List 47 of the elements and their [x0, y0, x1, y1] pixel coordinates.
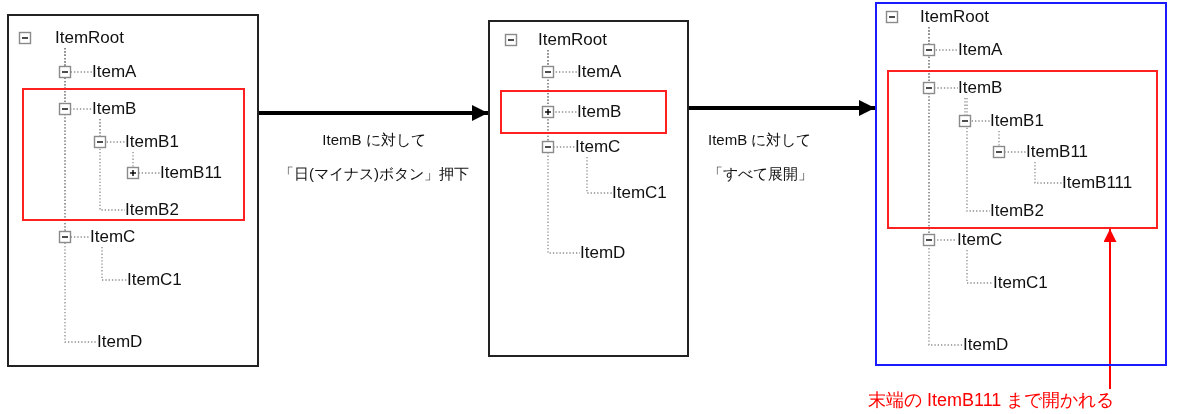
tree-line — [132, 151, 161, 174]
tree-item-label: ItemC — [575, 137, 621, 157]
tree-view-panel — [875, 2, 1167, 366]
tree-line — [547, 49, 581, 254]
tree-line — [101, 246, 128, 281]
tree-item-label: ItemD — [97, 332, 143, 352]
tree-line — [964, 97, 991, 122]
tree-item-label: ItemB2 — [990, 201, 1044, 221]
tree-line — [99, 118, 126, 211]
tree-item-label: ItemC — [957, 230, 1003, 250]
tree-line — [966, 97, 991, 212]
arrow — [689, 100, 875, 116]
tree-item-label: ItemC1 — [612, 183, 667, 203]
tree-item-label: ItemB1 — [125, 132, 179, 152]
tree-line — [586, 156, 613, 194]
tree-item-label: ItemB — [92, 99, 137, 119]
highlight-box — [887, 70, 1158, 229]
tree-item-label: ItemD — [580, 243, 626, 263]
tree-line — [998, 130, 1027, 153]
tree-item-label: ItemB1 — [990, 111, 1044, 131]
tree-line — [1034, 161, 1063, 184]
tree-line — [928, 26, 964, 346]
tree-item-label: ItemB — [958, 78, 1003, 98]
tree-item-label: ItemB — [577, 102, 622, 122]
highlight-box — [22, 88, 245, 221]
tree-item-label: ItemB11 — [160, 163, 223, 183]
tree-view-panel — [488, 20, 689, 357]
tree-item-label: ItemB2 — [125, 200, 179, 220]
tree-item-label: ItemRoot — [538, 30, 607, 50]
tree-line — [966, 249, 994, 284]
tree-item-label: ItemA — [577, 62, 622, 82]
tree-item-label: ItemRoot — [920, 7, 989, 27]
tree-item-label: ItemRoot — [55, 28, 124, 48]
leader-arrow — [1103, 228, 1117, 390]
tree-item-label: ItemC — [90, 227, 136, 247]
highlight-box — [500, 90, 667, 134]
tree-item-label: ItemA — [958, 40, 1003, 60]
tree-item-label: ItemB11 — [1026, 142, 1089, 162]
tree-item-label: ItemB111 — [1062, 173, 1133, 193]
tree-item-label: ItemA — [92, 62, 137, 82]
callout-text: 末端の ItemB111 まで開かれる — [868, 389, 1115, 411]
arrow — [259, 105, 488, 121]
tree-line — [64, 47, 98, 343]
tree-item-label: ItemC1 — [127, 270, 182, 290]
tree-item-label: ItemD — [963, 335, 1009, 355]
tree-view-panel — [7, 14, 259, 367]
tree-item-label: ItemC1 — [993, 273, 1048, 293]
